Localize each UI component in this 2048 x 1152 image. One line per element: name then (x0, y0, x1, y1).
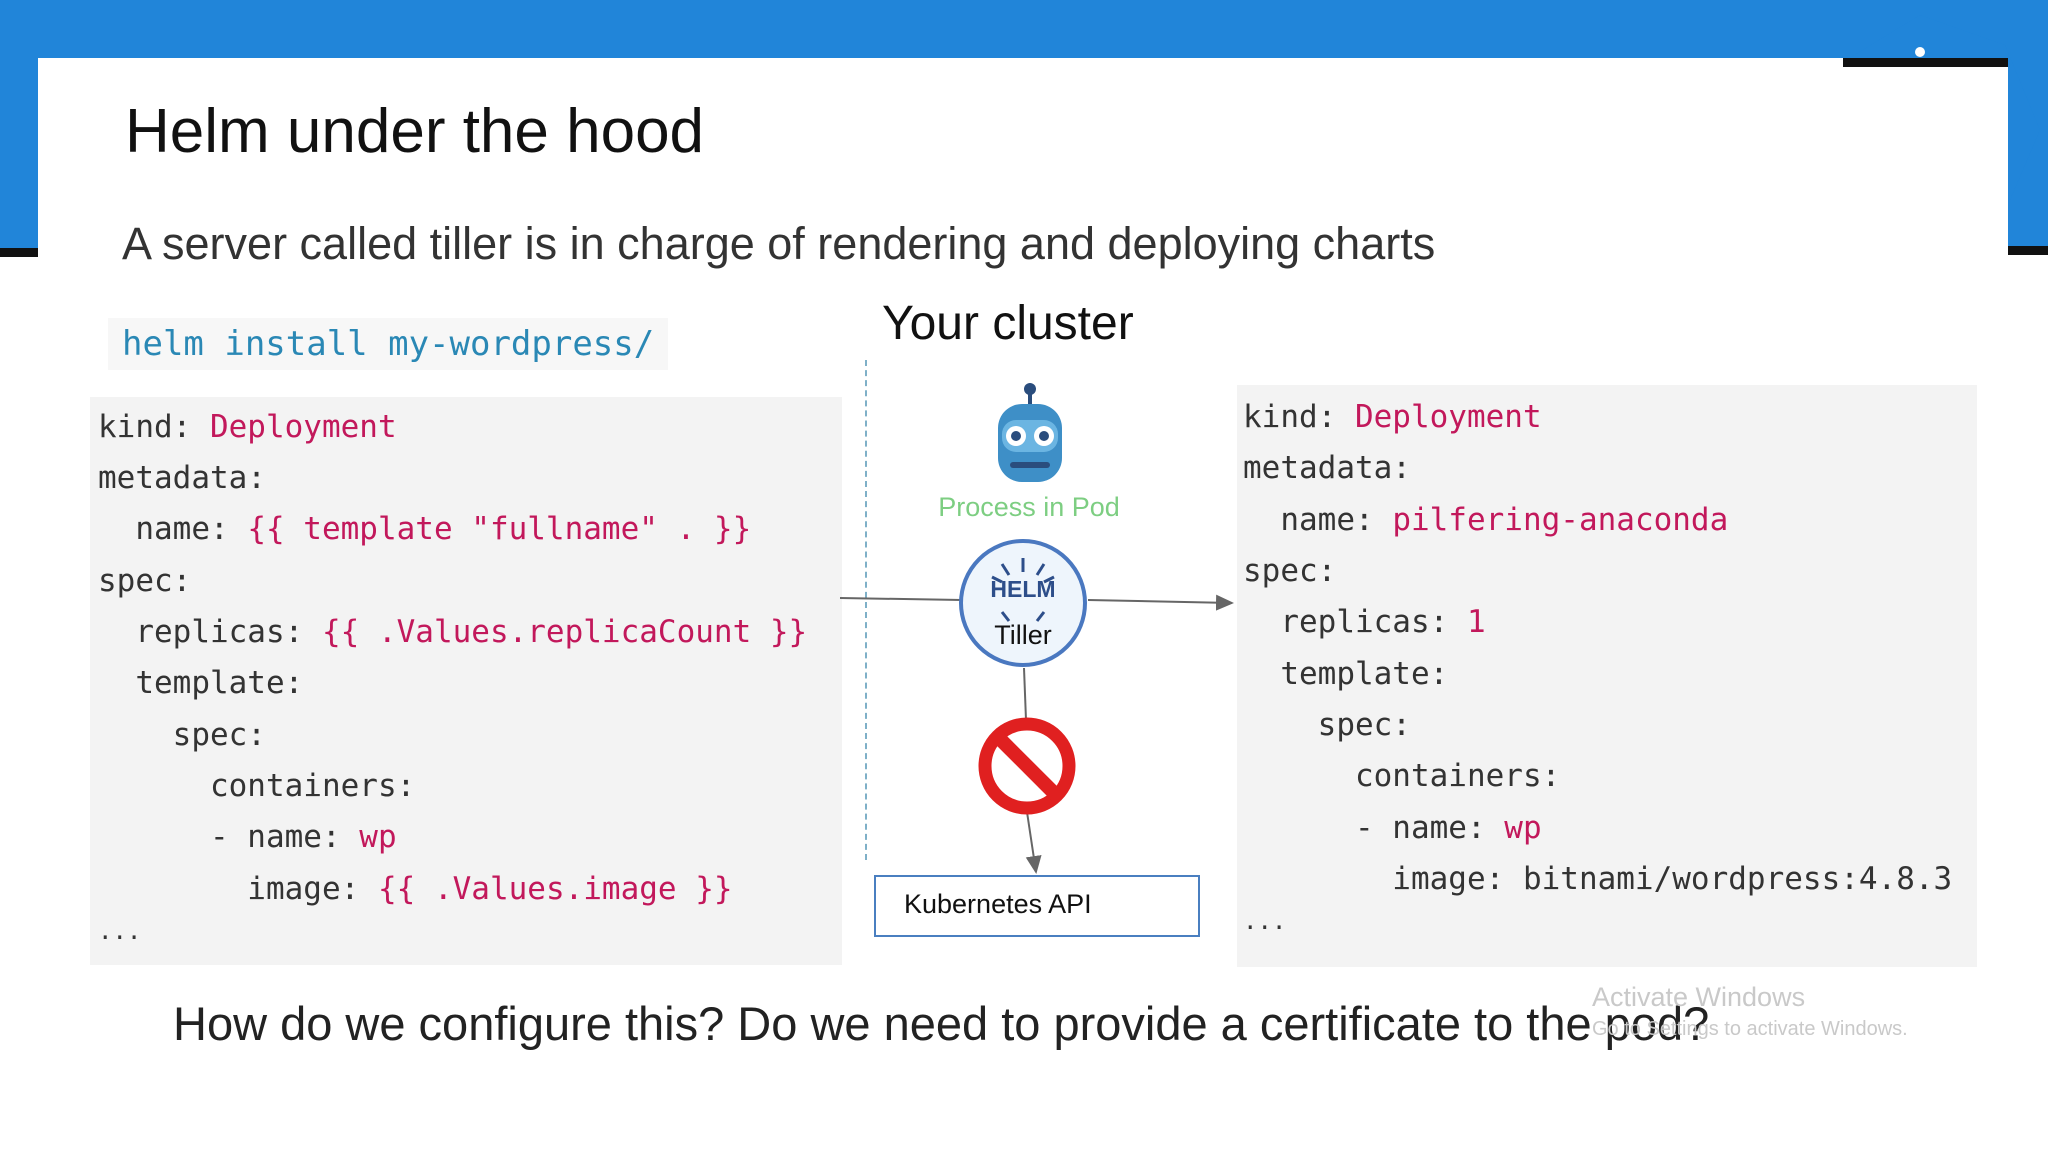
yaml-key: - name: (98, 819, 360, 855)
yaml-key: kind: (98, 409, 210, 445)
yaml-key: image: (98, 871, 378, 907)
yaml-line-image: image: {{ .Values.image }} (98, 871, 733, 907)
activate-windows-subtext: Go to Settings to activate Windows. (1592, 1018, 1908, 1040)
helm-logo-text: HELM (990, 576, 1056, 602)
yaml-line-replicas: replicas: 1 (1243, 604, 1486, 640)
slide-title: Helm under the hood (125, 97, 705, 166)
yaml-line-spec: spec: (1243, 553, 1337, 589)
api-badge-label: API (1140, 894, 1164, 910)
yaml-line-spec-inner: spec: (1243, 707, 1411, 743)
rendered-yaml-panel: kind: Deployment metadata: name: pilferi… (1237, 385, 1977, 967)
yaml-line-name: name: {{ template "fullname" . }} (98, 511, 751, 547)
helm-command: helm install my-wordpress/ (108, 318, 669, 370)
yaml-line-replicas: replicas: {{ .Values.replicaCount }} (98, 614, 807, 650)
yaml-line-spec: spec: (98, 563, 192, 599)
yaml-line-name: name: pilfering-anaconda (1243, 502, 1728, 538)
yaml-value: pilfering-anaconda (1392, 502, 1729, 538)
process-in-pod-label: Process in Pod (938, 492, 1120, 522)
yaml-line-containers: containers: (1243, 758, 1561, 794)
yaml-key: replicas: (98, 614, 322, 650)
top-accent-bar (0, 0, 2048, 58)
yaml-line-template: template: (98, 665, 304, 701)
deployment-flow-diagram (840, 383, 1234, 924)
cluster-boundary-line (865, 360, 867, 860)
prohibited-icon (978, 717, 1076, 815)
yaml-value: {{ .Values.image }} (377, 871, 733, 907)
yaml-key: kind: (1243, 399, 1355, 435)
yaml-line-image: image: bitnami/wordpress:4.8.3 (1243, 861, 1953, 897)
yaml-value: wp (1504, 810, 1542, 846)
cluster-label: Your cluster (882, 297, 1134, 350)
right-divider (2008, 246, 2048, 255)
left-accent-bar (0, 58, 38, 248)
kubernetes-api-box (874, 875, 1200, 937)
yaml-line-container-name: - name: wp (1243, 810, 1542, 846)
yaml-key: name: (98, 511, 248, 547)
yaml-value: 1 (1466, 604, 1486, 640)
yaml-value: {{ template "fullname" . }} (247, 511, 752, 547)
question-text: How do we configure this? Do we need to … (173, 997, 1710, 1050)
yaml-ellipsis: ... (98, 917, 142, 945)
yaml-line-containers: containers: (98, 768, 416, 804)
yaml-key: - name: (1243, 810, 1505, 846)
yaml-value: Deployment (209, 409, 397, 445)
robot-icon (998, 383, 1062, 482)
yaml-line-container-name: - name: wp (98, 819, 397, 855)
kubernetes-api-label: Kubernetes API (904, 889, 1092, 919)
yaml-value: {{ .Values.replicaCount }} (321, 614, 808, 650)
yaml-line-metadata: metadata: (98, 460, 266, 496)
activate-windows-watermark: Activate Windows (1592, 982, 1806, 1012)
corner-bar (1843, 58, 2008, 67)
yaml-value: wp (359, 819, 397, 855)
yaml-value: Deployment (1354, 399, 1542, 435)
left-divider (0, 248, 38, 257)
yaml-key: replicas: (1243, 604, 1467, 640)
slide-subtitle: A server called tiller is in charge of r… (122, 218, 1436, 269)
yaml-line-metadata: metadata: (1243, 450, 1411, 486)
yaml-line-kind: kind: Deployment (98, 409, 397, 445)
yaml-key: name: (1243, 502, 1393, 538)
yaml-line-kind: kind: Deployment (1243, 399, 1542, 435)
yaml-line-template: template: (1243, 656, 1449, 692)
tiller-label: Tiller (994, 620, 1052, 650)
yaml-ellipsis: ... (1243, 907, 1287, 935)
helm-wheel-icon (959, 539, 1087, 667)
yaml-line-spec-inner: spec: (98, 717, 266, 753)
template-yaml-panel: kind: Deployment metadata: name: {{ temp… (90, 397, 842, 965)
